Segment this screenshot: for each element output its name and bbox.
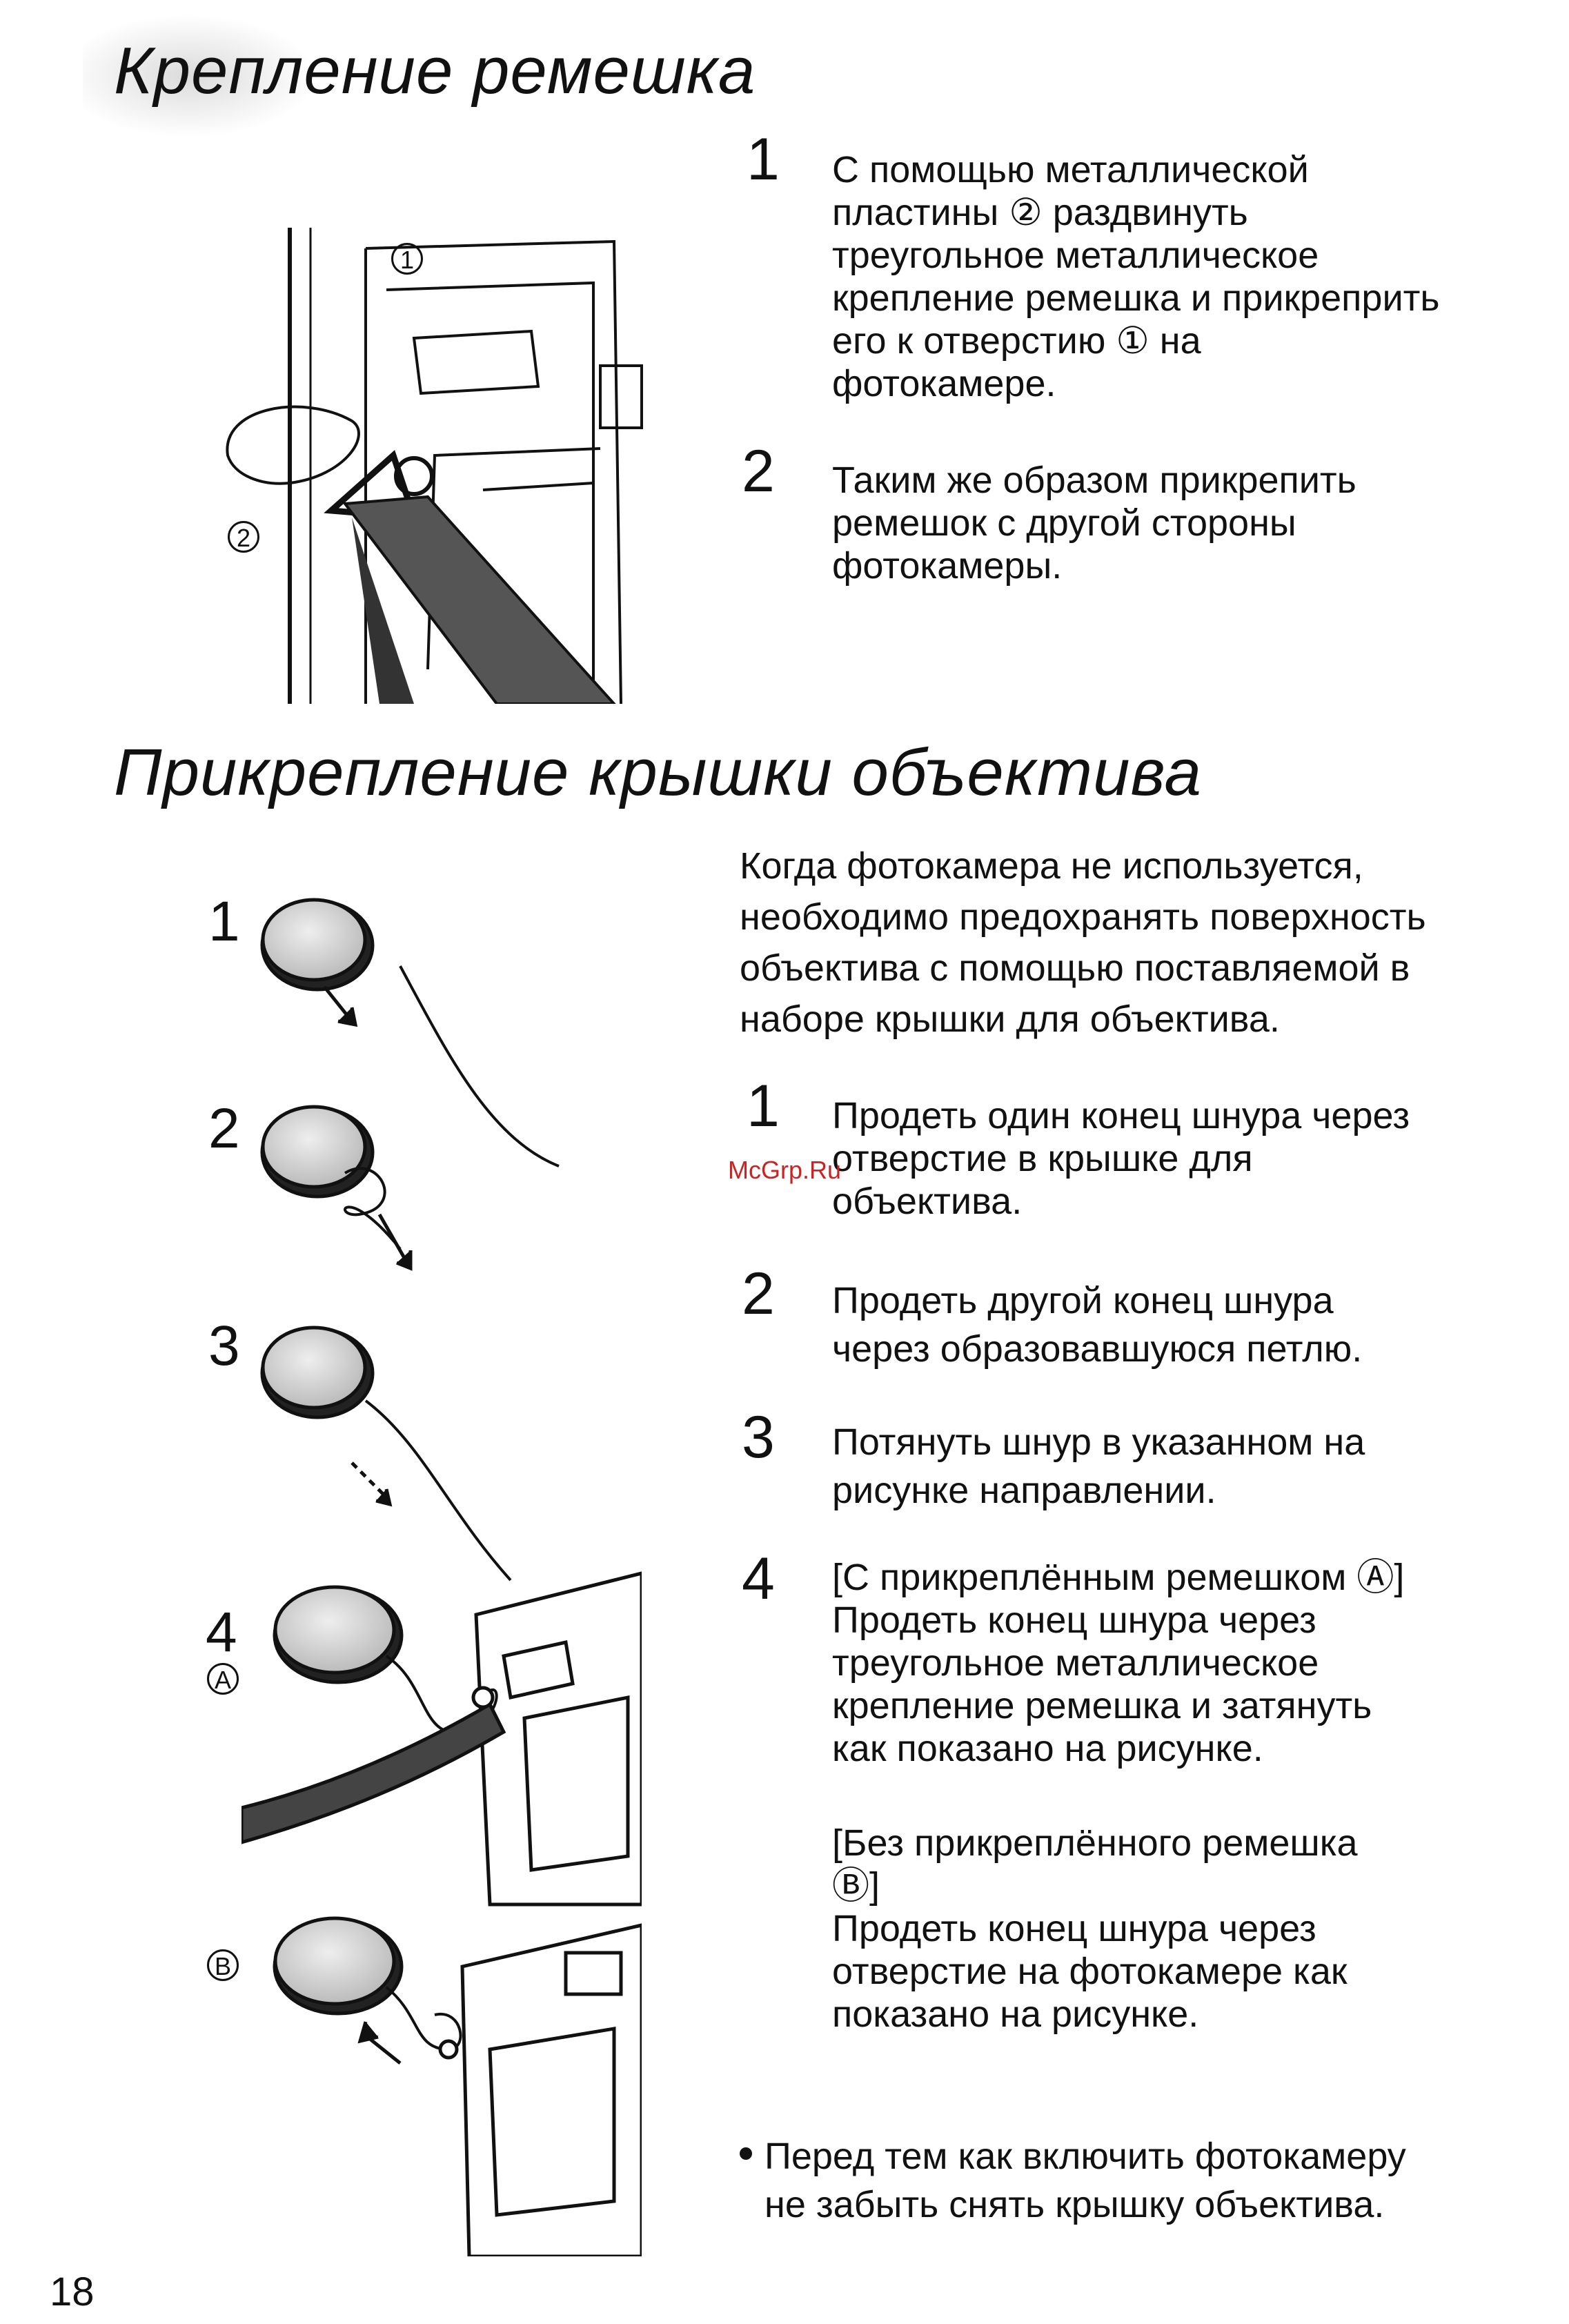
strap-step-2-number: 2: [742, 438, 775, 504]
figure-number-2: 2: [208, 1097, 240, 1160]
strap-label-1: 1: [391, 243, 423, 275]
figure-number-4: 4: [206, 1601, 237, 1664]
strap-step-1-text: С помощью металлической пластины ② раздв…: [832, 149, 1440, 404]
figure-letter-b: B: [207, 1949, 239, 1981]
lens-cap-step-1-number: 1: [747, 1073, 780, 1139]
strap-step-2-text: Таким же образом прикрепить ремешок с др…: [832, 460, 1356, 587]
figure-letter-a: A: [207, 1663, 239, 1695]
figure-number-1: 1: [208, 890, 240, 953]
lens-cap-step-4-text: [С прикреплённым ремешком Ⓐ] Продеть кон…: [832, 1557, 1405, 1769]
lens-cap-heading: Прикрепление крышки объектива: [114, 736, 1202, 809]
lens-cap-step-4-number: 4: [742, 1546, 775, 1612]
lens-cap-intro: Когда фотокамера не используется, необхо…: [740, 845, 1426, 1040]
lens-cap-step-4b-text: [Без прикреплённого ремешка Ⓑ] Продеть к…: [832, 1822, 1358, 2035]
lens-cap-step-2-number: 2: [742, 1261, 775, 1327]
watermark: McGrp.Ru: [728, 1156, 842, 1184]
note-text: Перед тем как включить фотокамеру не заб…: [764, 2136, 1406, 2225]
lens-cap-step-3-number: 3: [742, 1404, 775, 1470]
lens-cap-step-1-text: Продеть один конец шнура через отверстие…: [832, 1095, 1410, 1222]
lens-cap-figures: [241, 898, 642, 2256]
heading-texture: [83, 14, 317, 138]
strap-heading: Крепление ремешка: [114, 34, 756, 108]
note-bullet: [740, 2147, 752, 2160]
strap-figure: [226, 228, 643, 704]
page-number: 18: [50, 2269, 95, 2314]
strap-step-1-number: 1: [747, 126, 780, 193]
strap-label-2: 2: [228, 521, 259, 553]
lens-cap-step-2-text: Продеть другой конец шнура через образов…: [832, 1280, 1363, 1370]
lens-cap-step-3-text: Потянуть шнур в указанном на рисунке нап…: [832, 1421, 1365, 1511]
figure-number-3: 3: [208, 1314, 240, 1377]
